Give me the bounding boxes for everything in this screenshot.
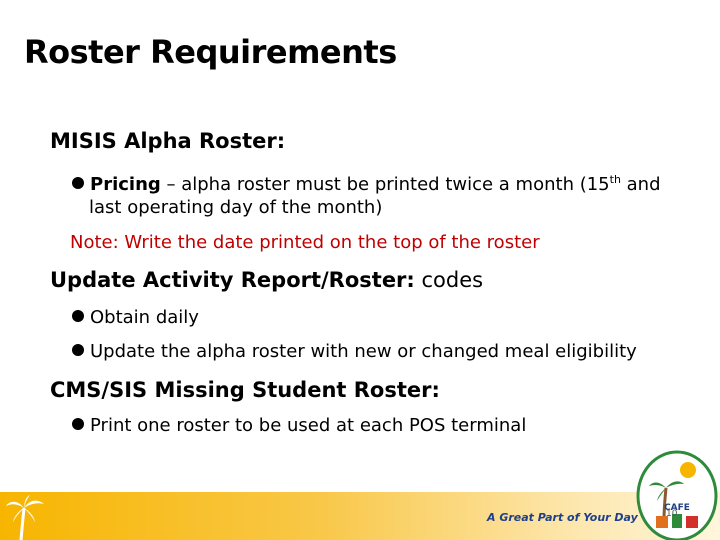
pricing-text-2: and — [620, 174, 661, 195]
palm-tree-icon — [6, 495, 44, 540]
bullet-dot — [72, 310, 84, 322]
page-title: Roster Requirements — [24, 33, 397, 71]
tagline: A Great Part of Your Day — [487, 511, 638, 524]
page-number: 10 — [666, 509, 678, 519]
pricing-bullet: Pricing – alpha roster must be printed t… — [72, 168, 661, 197]
pricing-label: Pricing — [90, 174, 161, 195]
update-heading: Update Activity Report/Roster: codes — [50, 268, 483, 292]
obtain-text: Obtain daily — [90, 307, 199, 328]
misis-heading: MISIS Alpha Roster: — [50, 129, 286, 153]
pricing-sup: th — [609, 173, 621, 186]
footer-bar — [0, 492, 720, 540]
update-heading-bold: Update Activity Report/Roster: — [50, 268, 415, 292]
update-bullet: Update the alpha roster with new or chan… — [72, 340, 637, 364]
cafe-palm-logo-icon: CAFE — [636, 450, 718, 540]
update-text: Update the alpha roster with new or chan… — [90, 341, 637, 362]
print-text: Print one roster to be used at each POS … — [90, 415, 527, 436]
logo-text: CAFE — [664, 503, 690, 513]
obtain-bullet: Obtain daily — [72, 306, 199, 330]
pricing-text-1: – alpha roster must be printed twice a m… — [160, 174, 610, 195]
bullet-dot — [72, 344, 84, 356]
print-bullet: Print one roster to be used at each POS … — [72, 414, 526, 438]
cms-heading: CMS/SIS Missing Student Roster: — [50, 378, 440, 402]
update-heading-suffix: codes — [414, 268, 484, 292]
roster-note: Note: Write the date printed on the top … — [70, 232, 540, 253]
pricing-bullet-continuation: last operating day of the month) — [89, 197, 383, 218]
bullet-dot — [72, 418, 84, 430]
bullet-dot — [72, 177, 84, 189]
